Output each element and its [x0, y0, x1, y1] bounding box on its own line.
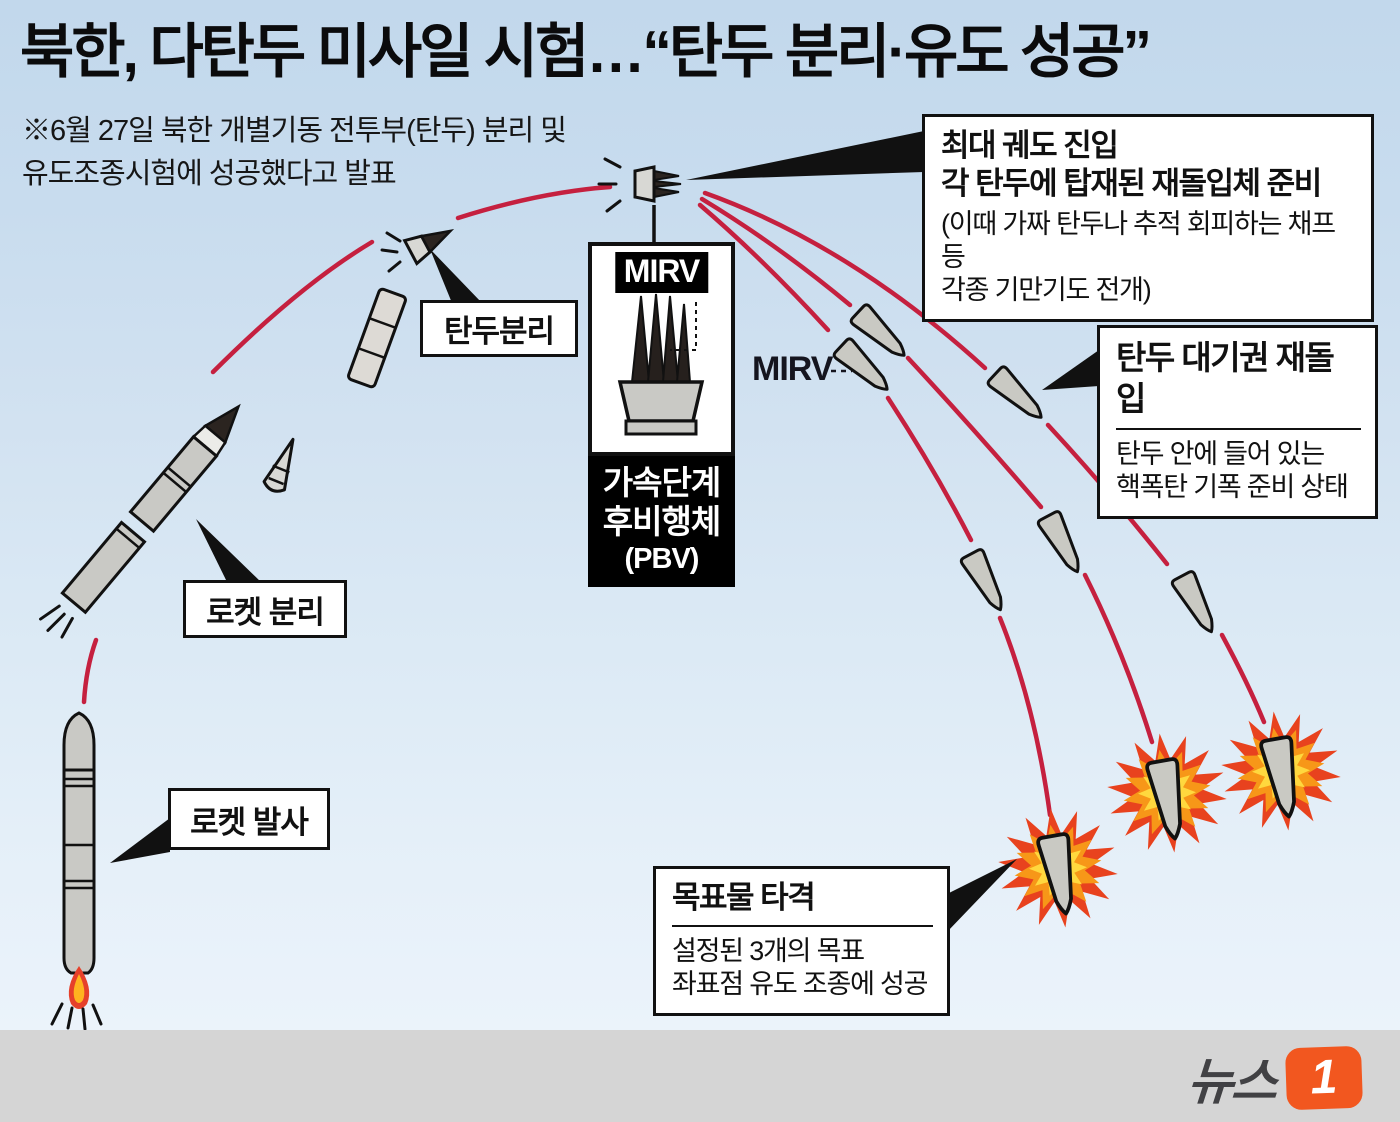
mirv-tag: MIRV [614, 252, 709, 293]
max-orbit-body-1: (이때 가짜 탄두나 추적 회피하는 채프 등 [941, 208, 1336, 272]
callout-pointer-wedges [110, 131, 1099, 932]
launch-rocket-icon [50, 711, 103, 1031]
rocket-flame-icon [68, 966, 90, 1009]
mirv-annotation-label: MIRV [752, 350, 833, 388]
label-warhead-separation: 탄두분리 [420, 300, 578, 357]
target-strike-title: 목표물 타격 [672, 879, 933, 928]
descent-trajectories [697, 190, 1267, 818]
news1-logo-numeral: 1 [1309, 1050, 1339, 1105]
exhaust-lines-icon [50, 1002, 103, 1031]
max-orbit-body-2: 각종 기만기도 전개) [941, 274, 1152, 305]
target-strike-body-1: 설정된 3개의 목표 [672, 936, 865, 967]
pbv-illustration-panel: MIRV [588, 242, 735, 456]
reentry-title: 탄두 대기권 재돌입 [1116, 338, 1361, 430]
speed-lines-icon [380, 231, 402, 273]
callout-reentry: 탄두 대기권 재돌입 탄두 안에 들어 있는 핵폭탄 기폭 준비 상태 [1097, 325, 1378, 519]
page-title: 북한, 다탄두 미사일 시험…“탄두 분리·유도 성공” [20, 19, 1152, 85]
pbv-caption-line-2: 후비행체 [602, 502, 721, 540]
discarded-stage-icon [347, 287, 407, 389]
news1-logo: 뉴스 1 [1185, 1042, 1364, 1114]
ascent-trajectory [81, 184, 613, 705]
reentry-body-2: 핵폭탄 기폭 준비 상태 [1116, 471, 1349, 502]
news1-logo-text: 뉴스 [1185, 1054, 1278, 1110]
speed-lines-icon [597, 157, 622, 213]
page-subtitle: ※6월 27일 북한 개별기동 전투부(탄두) 분리 및 유도조종시험에 성공했… [22, 110, 642, 196]
reentry-body-1: 탄두 안에 들어 있는 [1116, 438, 1325, 469]
label-rocket-launch: 로켓 발사 [168, 788, 330, 850]
max-orbit-title-2: 각 탄두에 탑재된 재돌입체 준비 [941, 166, 1322, 202]
pbv-caption-line-3: (PBV) [624, 542, 700, 575]
subtitle-line-2: 유도조종시험에 성공했다고 발표 [22, 157, 397, 190]
max-orbit-title-1: 최대 궤도 진입 [941, 128, 1119, 163]
callout-target-strike: 목표물 타격 설정된 3개의 목표 좌표점 유도 조종에 성공 [653, 866, 950, 1017]
target-strike-body-2: 좌표점 유도 조종에 성공 [672, 969, 929, 1000]
subtitle-line-1: ※6월 27일 북한 개별기동 전투부(탄두) 분리 및 [22, 115, 567, 147]
pbv-caption-panel: 가속단계 후비행체 (PBV) [588, 456, 735, 587]
callout-max-orbit: 최대 궤도 진입 각 탄두에 탑재된 재돌입체 준비 (이때 가짜 탄두나 추적… [922, 114, 1374, 322]
pbv-caption-line-1: 가속단계 [602, 464, 721, 501]
warhead-separation-icon [402, 228, 455, 266]
fairing-cone-icon [262, 437, 295, 493]
news1-logo-mark: 1 [1284, 1045, 1364, 1111]
pbv-diagram-box: MIRV 가속단계 후비행체 (PBV) [588, 242, 735, 587]
pbv-illustration [617, 293, 705, 436]
apex-pbv-icon [633, 165, 682, 203]
rocket-separation-icon [39, 403, 241, 639]
label-rocket-separation: 로켓 분리 [183, 580, 347, 638]
footer-bar: 뉴스 1 [0, 1030, 1400, 1122]
